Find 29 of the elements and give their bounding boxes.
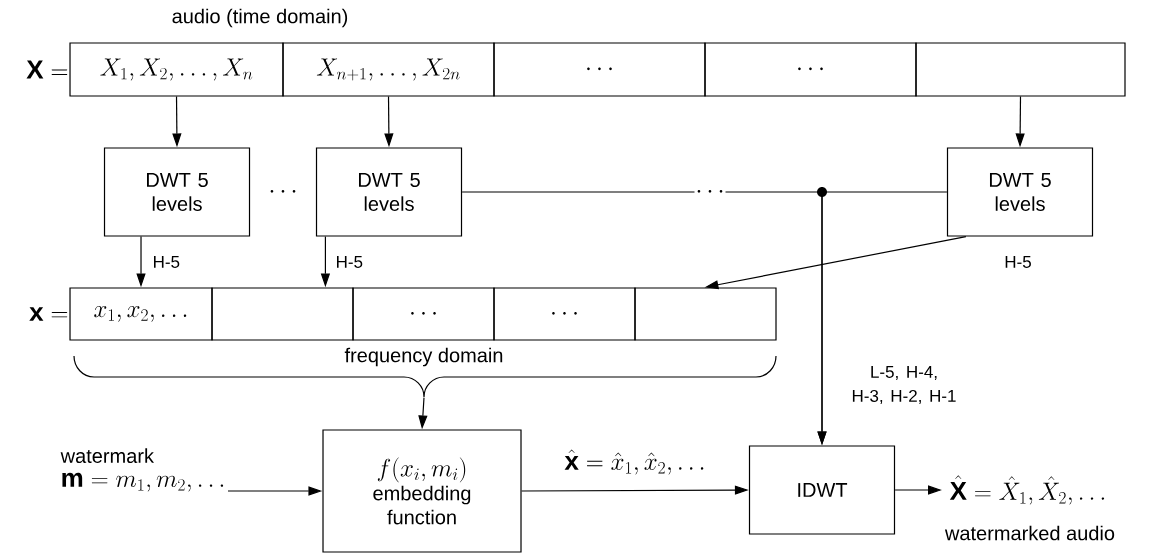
ellipsis: $\cdots$	[267, 185, 299, 199]
empty-cell	[915, 42, 1126, 97]
node-caption: $\mathbf{x} =$	[29, 307, 68, 321]
edge-label: L-5, H-4, H-3, H-2, H-1	[852, 366, 956, 404]
ellipsis: $\cdots$	[694, 185, 726, 199]
brace-label: frequency domain	[343, 346, 505, 368]
sample-cell: $X_{n+1}, \ldots, X_{2n}$	[282, 42, 495, 97]
process-box: DWT 5 levels	[103, 147, 251, 237]
process-box: $f(x_{i}, m_{i})$ embedding function	[322, 429, 522, 553]
edge-label: $\hat{\mathbf{x}} = \hat{x}_{1}, \hat{x}_{2}, \ldots$	[564, 449, 704, 475]
input-text: watermark $\mathbf{m} = m_{1}, m_{2}, \ldots$	[60, 448, 224, 492]
coefficient-cell: $\cdots$	[493, 287, 636, 341]
coefficient-cell: $x_{1}, x_{2}, \ldots$	[69, 287, 213, 341]
process-box: IDWT	[748, 445, 896, 535]
coefficient-cell: $\cdots$	[352, 287, 495, 341]
sample-cell: $\cdots$	[493, 42, 706, 97]
edge-label: H-5	[1005, 256, 1031, 268]
edge-label: H-5	[337, 256, 363, 268]
sample-cell: $X_{1}, X_{2}, \ldots, X_{n}$	[69, 42, 284, 97]
node-caption: watermarked audio	[944, 525, 1115, 541]
output-text: $\hat{\mathbf{X}} = \hat{X}_{1}, \hat{X}_{2}, \ldots$	[949, 475, 1105, 505]
process-box: DWT 5 levels	[946, 147, 1094, 237]
heading: audio (time domain)	[170, 7, 350, 29]
sample-cell: $\cdots$	[704, 42, 917, 97]
empty-cell	[211, 287, 354, 341]
node-caption: $\mathbf{X} =$	[26, 60, 68, 79]
process-box: DWT 5 levels	[315, 147, 463, 237]
edge-label: H-5	[154, 256, 180, 268]
empty-cell	[634, 287, 777, 341]
